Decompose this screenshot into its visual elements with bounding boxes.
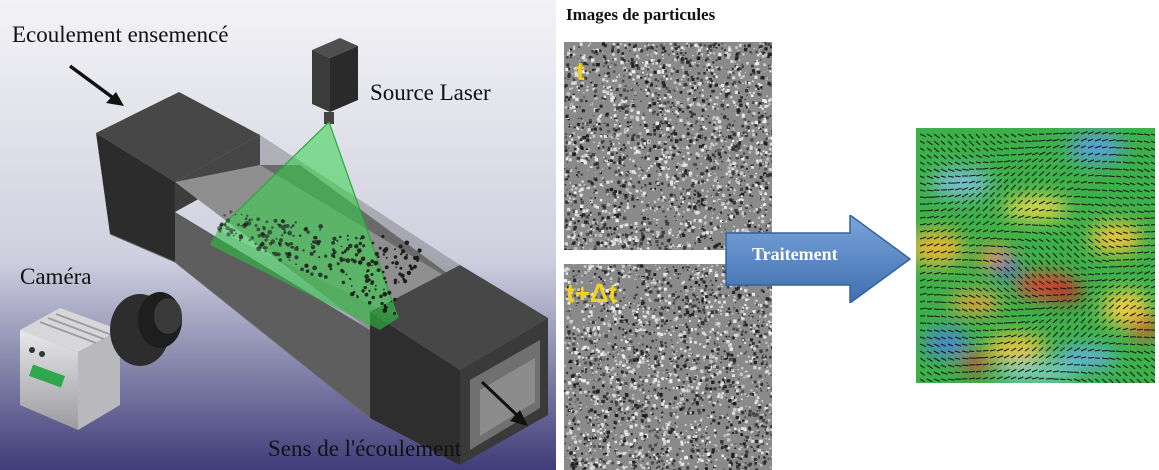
piv-setup-illustration — [0, 0, 556, 470]
flow-out-arrow — [480, 380, 528, 426]
laser-sheet — [210, 121, 422, 330]
velocity-vectors — [919, 131, 1155, 383]
particle-frame-t: t — [564, 42, 772, 250]
particle-noise — [564, 264, 772, 470]
flow-direction-label: Sens de l'écoulement — [268, 436, 462, 461]
particle-images-title: Images de particules — [566, 5, 716, 24]
processing-arrow — [725, 215, 912, 303]
frame-time-label: t+Δt — [566, 278, 618, 308]
frame-time-label: t — [576, 56, 585, 86]
processing-label: Traitement — [752, 244, 838, 264]
camera-label: Caméra — [20, 264, 92, 289]
camera-device — [20, 292, 182, 430]
flow-inlet-label: Ecoulement ensemencé — [12, 22, 229, 47]
laser-source-label: Source Laser — [370, 80, 491, 105]
laser-source — [312, 38, 358, 124]
particle-frame-t-dt: t+Δt — [564, 264, 772, 470]
velocity-field-map — [916, 128, 1155, 383]
flow-in-arrow — [68, 64, 124, 106]
particle-noise — [564, 42, 772, 250]
